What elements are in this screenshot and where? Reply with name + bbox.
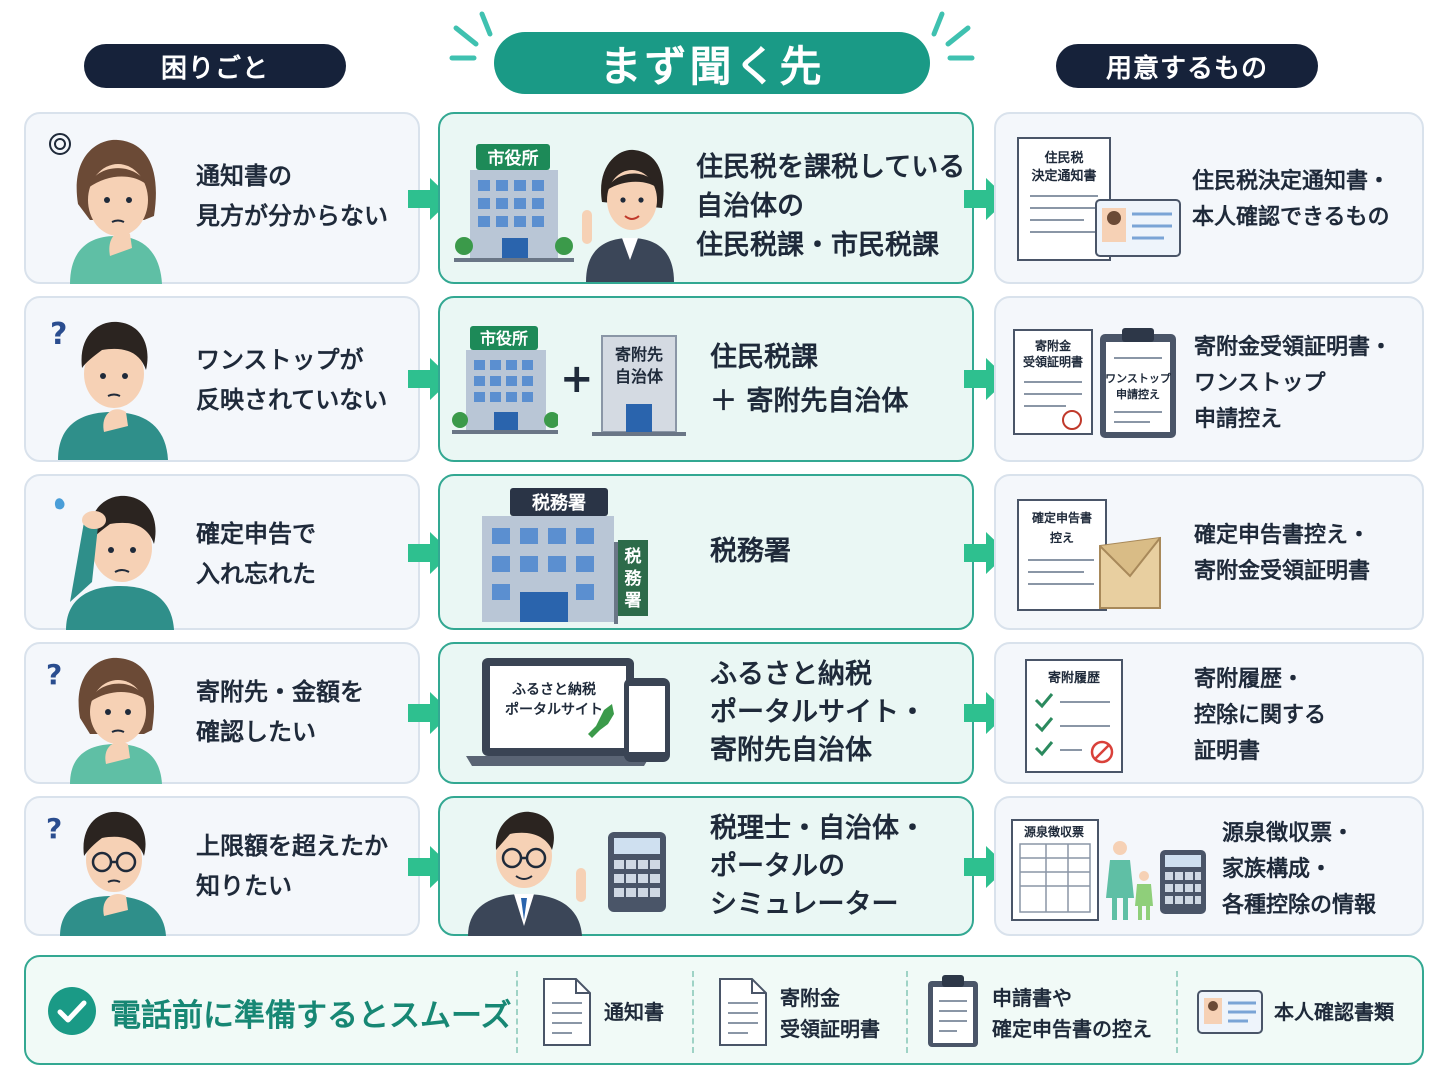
problem-text-2: ワンストップが 反映されていない	[196, 346, 388, 414]
header-contact-label: まず聞く先	[599, 41, 825, 91]
city-hall-icon: 市役所	[454, 144, 574, 262]
withholding-slip-family-icon: 源泉徴収票	[1011, 819, 1206, 921]
svg-text:確定申告書: 確定申告書	[1032, 510, 1092, 525]
svg-text:税: 税	[625, 546, 642, 567]
problem-card-2: ? ワンストップが 反映されていない	[24, 296, 420, 462]
donation-history-checklist-icon: 寄附履歴	[1025, 659, 1123, 773]
svg-text:控え: 控え	[1050, 530, 1074, 545]
confused-man-icon: ?	[50, 317, 168, 460]
id-card-icon	[1197, 990, 1263, 1034]
footer-divider	[516, 971, 518, 1053]
prepare-text-2: 寄附金受領証明書・ ワンストップ 申請控え	[1194, 335, 1393, 432]
laptop-smartphone-icon: ふるさと納税 ポータルサイト	[466, 658, 670, 766]
contact-text-2: 住民税課 ＋ 寄附先自治体	[710, 342, 909, 417]
svg-text:ふるさと納税: ふるさと納税	[512, 681, 596, 698]
footer-title: 電話前に準備するとスムーズ	[110, 998, 512, 1034]
problem-text-5: 上限額を超えたか 知りたい	[196, 832, 388, 900]
tax-office-sign: 税務署	[532, 492, 586, 514]
burst-right-icon	[931, 11, 975, 61]
burst-left-icon	[449, 11, 493, 61]
prep-checklist-footer: 電話前に準備するとスムーズ 通知書 寄附金 受領証明書 申請書や 確定申告書の控…	[24, 955, 1424, 1065]
staff-woman-icon	[582, 149, 674, 282]
contact-text-1: 住民税を課税している 自治体の 住民税課・市民税課	[696, 152, 966, 261]
svg-text:決定通知書: 決定通知書	[1031, 168, 1096, 184]
contact-card-4: ふるさと納税 ポータルサイト ふるさと納税 ポータルサイト・ 寄附先自治体	[438, 642, 974, 784]
svg-text:ポータルサイト: ポータルサイト	[505, 701, 603, 718]
header-problems-label: 困りごと	[160, 53, 269, 84]
prepare-text-4: 寄附履歴・ 控除に関する 証明書	[1194, 667, 1327, 764]
donation-municipality-building-icon: 寄附先 自治体	[592, 335, 686, 436]
svg-text:源泉徴収票: 源泉徴収票	[1024, 824, 1084, 839]
city-hall-icon: 市役所	[452, 326, 558, 434]
contact-card-5: 税理士・自治体・ ポータルの シミュレーター	[438, 796, 974, 936]
prepare-card-2: 寄附金 受領証明書 ワンストップ 申請控え 寄附金受領証明書・ ワンストップ 申…	[994, 296, 1424, 462]
contact-text-4: ふるさと納税 ポータルサイト・ 寄附先自治体	[710, 659, 926, 766]
problem-text-1: 通知書の 見方が分からない	[196, 162, 388, 230]
svg-text:住民税: 住民税	[1044, 150, 1083, 166]
problem-card-1: 通知書の 見方が分からない	[24, 112, 420, 284]
city-hall-sign: 市役所	[488, 148, 539, 169]
document-icon	[543, 978, 591, 1046]
footer-item-id: 本人確認書類	[1274, 1000, 1394, 1024]
city-hall-sign: 市役所	[480, 329, 528, 348]
header-contact: まず聞く先	[494, 32, 930, 94]
confused-woman-icon	[49, 133, 162, 284]
svg-text:受領証明書: 受領証明書	[1023, 354, 1083, 369]
footer-divider	[906, 971, 908, 1053]
tax-office-icon: 税務署 税 務 署	[482, 488, 648, 624]
prepare-text-5: 源泉徴収票・ 家族構成・ 各種控除の情報	[1222, 821, 1377, 918]
prepare-card-4: 寄附履歴 寄附履歴・ 控除に関する 証明書	[994, 642, 1424, 784]
svg-text:寄附金: 寄附金	[1035, 338, 1072, 353]
worried-man-icon	[54, 495, 174, 630]
footer-item-notice: 通知書	[604, 1000, 664, 1024]
tax-accountant-icon	[468, 811, 586, 936]
contact-card-1: 市役所 住民税を課税している 自治体の 住民税課・市民税課	[438, 112, 974, 284]
check-circle-icon	[48, 987, 96, 1035]
clipboard-icon: ワンストップ 申請控え	[1100, 328, 1176, 438]
donation-certificate-icon: 寄附金 受領証明書	[1013, 329, 1093, 435]
header-prepare-label: 用意するもの	[1105, 53, 1268, 84]
document-icon	[719, 978, 767, 1046]
svg-text:寄附履歴: 寄附履歴	[1048, 670, 1100, 686]
svg-text:?: ?	[46, 658, 62, 691]
clipboard-icon	[928, 975, 978, 1047]
plus-sign: +	[560, 356, 594, 402]
svg-text:署: 署	[624, 591, 642, 611]
contact-card-2: 市役所 + 寄附先 自治体 住民税課 ＋ 寄附先自治体	[438, 296, 974, 462]
header-prepare: 用意するもの	[1056, 44, 1318, 88]
problem-text-3: 確定申告で 入れ忘れた	[196, 520, 316, 588]
questioning-woman-icon: ?	[46, 657, 162, 784]
contact-text-5: 税理士・自治体・ ポータルの シミュレーター	[710, 813, 926, 920]
svg-text:?: ?	[46, 812, 62, 845]
prepare-card-3: 確定申告書 控え 確定申告書控え・ 寄附金受領証明書	[994, 474, 1424, 630]
header-problems: 困りごと	[84, 44, 346, 88]
contact-text-3: 税務署	[710, 536, 791, 567]
problem-card-5: ? 上限額を超えたか 知りたい	[24, 796, 420, 936]
footer-item-application: 申請書や 確定申告書の控え	[992, 986, 1152, 1041]
problem-card-4: ? 寄附先・金額を 確認したい	[24, 642, 420, 784]
svg-text:寄附先: 寄附先	[615, 345, 663, 364]
svg-text:申請控え: 申請控え	[1116, 387, 1160, 401]
svg-text:ワンストップ: ワンストップ	[1105, 371, 1172, 385]
prepare-text-1: 住民税決定通知書・ 本人確認できるもの	[1192, 169, 1391, 230]
problem-card-3: 確定申告で 入れ忘れた	[24, 474, 420, 630]
prepare-card-5: 源泉徴収票 源泉徴収票・ 家族構成・ 各種控除の情報	[994, 796, 1424, 936]
glasses-man-icon: ?	[46, 811, 166, 936]
svg-text:?: ?	[50, 317, 67, 352]
prepare-text-3: 確定申告書控え・ 寄附金受領証明書	[1194, 523, 1371, 584]
prepare-card-1: 住民税 決定通知書 住民税決定通知書・ 本人確認できるもの	[994, 112, 1424, 284]
svg-text:務: 務	[625, 568, 643, 589]
footer-divider	[1176, 971, 1178, 1053]
contact-card-3: 税務署 税 務 署 税務署	[438, 474, 974, 630]
tax-notice-document-icon: 住民税 決定通知書	[1017, 137, 1181, 261]
calculator-icon	[608, 832, 666, 912]
footer-item-certificate: 寄附金 受領証明書	[780, 986, 880, 1041]
svg-text:自治体: 自治体	[615, 367, 664, 386]
tax-return-copy-document-icon: 確定申告書 控え	[1017, 499, 1161, 611]
problem-text-4: 寄附先・金額を 確認したい	[196, 678, 364, 746]
footer-divider	[692, 971, 694, 1053]
